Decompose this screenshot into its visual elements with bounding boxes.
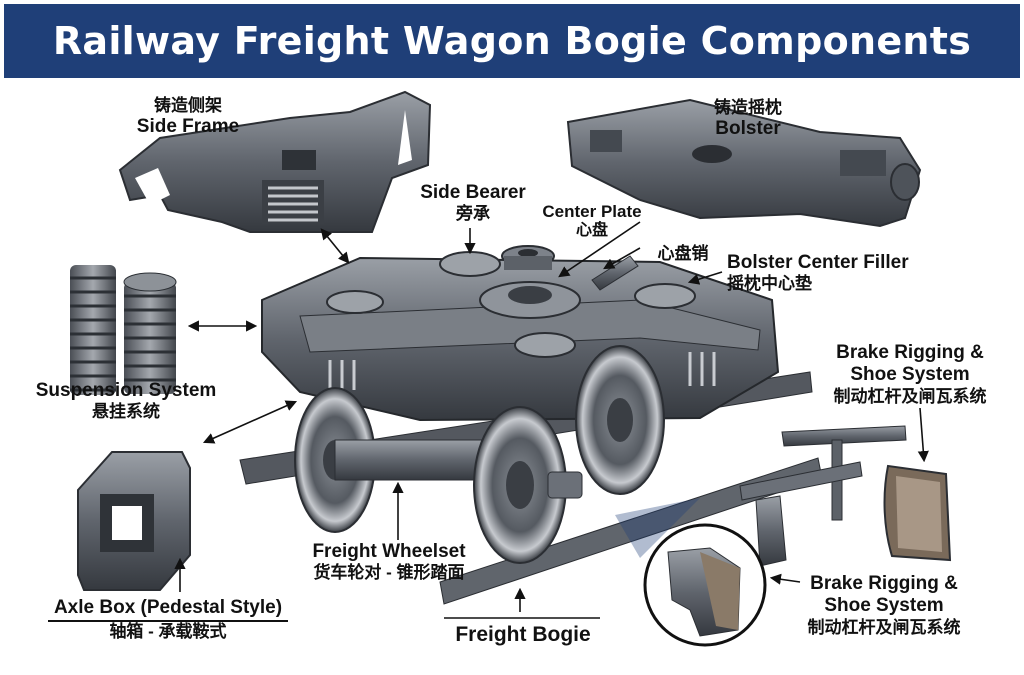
axle-box-part (77, 451, 191, 591)
side-bearer-zh: 旁承 (456, 204, 490, 224)
label-center-plate: Center Plate 心盘 (530, 202, 654, 241)
label-center-pin: 心盘销 (648, 244, 718, 264)
leader-arrows (174, 221, 929, 619)
wheelset-en: Freight Wheelset (312, 541, 466, 562)
side-bearer-en: Side Bearer (420, 182, 526, 203)
brake-upper-zh: 制动杠杆及闸瓦系统 (833, 386, 987, 406)
bogie-en: Freight Bogie (455, 623, 591, 646)
label-brake-rigging-lower: Brake Rigging & Shoe System 制动杠杆及闸瓦系统 (796, 573, 972, 638)
label-bolster-center-filler: Bolster Center Filler 摇枕中心垫 (727, 252, 927, 294)
title-banner: Railway Freight Wagon Bogie Components (4, 4, 1020, 78)
wheelset-zh: 货车轮对 - 锥形踏面 (313, 563, 465, 583)
brake-upper-en1: Brake Rigging & (836, 342, 984, 363)
center-plate-en: Center Plate (542, 202, 642, 221)
bolster-part (566, 98, 922, 228)
side-frame-zh: 铸造侧架 (154, 96, 222, 115)
label-freight-wheelset: Freight Wheelset 货车轮对 - 锥形踏面 (296, 541, 482, 583)
center-pin-zh: 心盘销 (657, 244, 709, 263)
label-bolster: 铸造摇枕 Bolster (688, 98, 808, 140)
suspension-en: Suspension System (35, 380, 217, 401)
bolster-zh: 铸造摇枕 (714, 98, 782, 117)
brake-shoe-detail-callout (615, 498, 767, 647)
label-side-frame: 铸造侧架 Side Frame (118, 96, 258, 138)
bolster-en: Bolster (715, 118, 781, 140)
label-side-bearer: Side Bearer 旁承 (408, 182, 538, 224)
brake-upper-en2: Shoe System (850, 364, 970, 386)
bolster-center-filler-en: Bolster Center Filler (727, 252, 909, 273)
brake-rigging-part (739, 425, 907, 567)
axle-box-en: Axle Box (Pedestal Style) (48, 597, 288, 623)
side-frame-part (118, 90, 432, 233)
coil-springs-part (70, 265, 177, 395)
suspension-zh: 悬挂系统 (92, 402, 160, 422)
side-frame-en: Side Frame (136, 116, 240, 138)
label-brake-rigging-upper: Brake Rigging & Shoe System 制动杠杆及闸瓦系统 (820, 342, 1000, 407)
center-plate-part (501, 245, 555, 270)
center-plate-zh: 心盘 (575, 222, 608, 240)
axle-box-zh: 轴箱 - 承载鞍式 (109, 622, 227, 642)
brake-lower-en2: Shoe System (824, 595, 944, 617)
label-suspension-system: Suspension System 悬挂系统 (28, 380, 224, 422)
brake-lower-en1: Brake Rigging & (810, 573, 958, 594)
brake-lower-zh: 制动杠杆及闸瓦系统 (807, 617, 961, 637)
page-title: Railway Freight Wagon Bogie Components (52, 19, 972, 63)
wheelset-part (294, 345, 665, 564)
bolster-center-filler-zh: 摇枕中心垫 (727, 274, 812, 294)
label-freight-bogie: Freight Bogie (448, 623, 598, 648)
brake-shoe-part (883, 464, 952, 562)
label-axle-box: Axle Box (Pedestal Style) 轴箱 - 承载鞍式 (48, 597, 288, 642)
center-pin-part (591, 255, 639, 291)
